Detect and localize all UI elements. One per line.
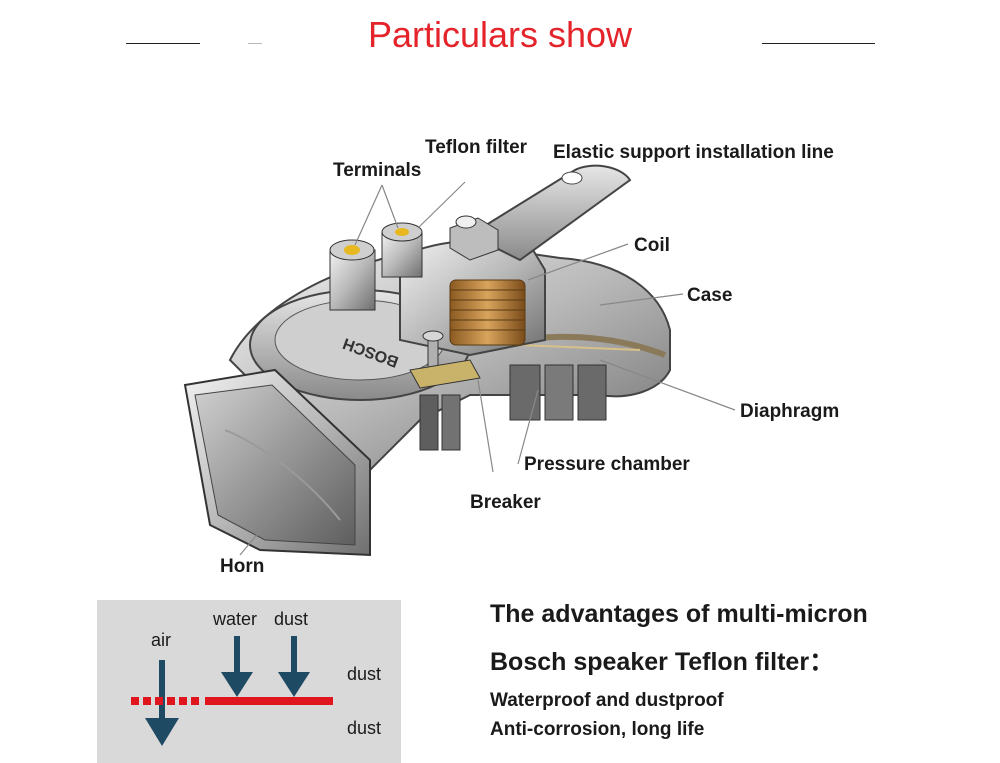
label-elastic-support: Elastic support installation line [553, 142, 834, 163]
page-title: Particulars show [367, 14, 633, 55]
air-arrow-head [145, 718, 179, 746]
water-arrow-head [221, 672, 253, 697]
water-arrow-shaft [234, 636, 240, 684]
label-teflon-filter: Teflon filter [425, 137, 528, 158]
advantages-title-line1: The advantages of multi-micron [490, 600, 868, 628]
leader-lines [239, 181, 736, 556]
label-case: Case [687, 285, 732, 306]
label-dust-mid: dust [347, 664, 382, 684]
filter-illustration: air water dust dust dust [97, 600, 401, 763]
support-bracket [449, 164, 632, 262]
label-pressure-chamber: Pressure chamber [524, 454, 690, 475]
title-rule-right [762, 43, 875, 44]
label-diaphragm: Diaphragm [740, 401, 839, 422]
label-terminals: Terminals [333, 160, 421, 181]
label-coil: Coil [634, 235, 670, 256]
advantage-item: Waterproof and dustproof [490, 690, 724, 711]
advantages-title-line2: Bosch speaker Teflon filter： [490, 648, 835, 676]
title-rule-left [126, 43, 200, 44]
dust-arrow-head [278, 672, 310, 697]
label-water: water [213, 609, 258, 629]
coil-assembly [399, 239, 546, 357]
horn-cutaway-diagram: BOSCH [183, 137, 839, 577]
label-dust-top: dust [274, 609, 309, 629]
label-air: air [151, 630, 172, 650]
label-horn: Horn [220, 556, 264, 577]
membrane-dashed [131, 697, 199, 705]
advantage-item: Anti-corrosion, long life [490, 719, 705, 740]
label-dust-bottom: dust [347, 718, 382, 738]
horn-trumpet [183, 368, 371, 557]
terminals [329, 222, 423, 311]
dust-arrow-shaft [291, 636, 297, 684]
label-breaker: Breaker [470, 492, 541, 513]
air-arrow-shaft [159, 660, 165, 732]
title-rule-tick [248, 43, 262, 44]
filter-graphics [131, 636, 333, 746]
membrane-solid [205, 697, 333, 705]
breaker [409, 330, 481, 389]
